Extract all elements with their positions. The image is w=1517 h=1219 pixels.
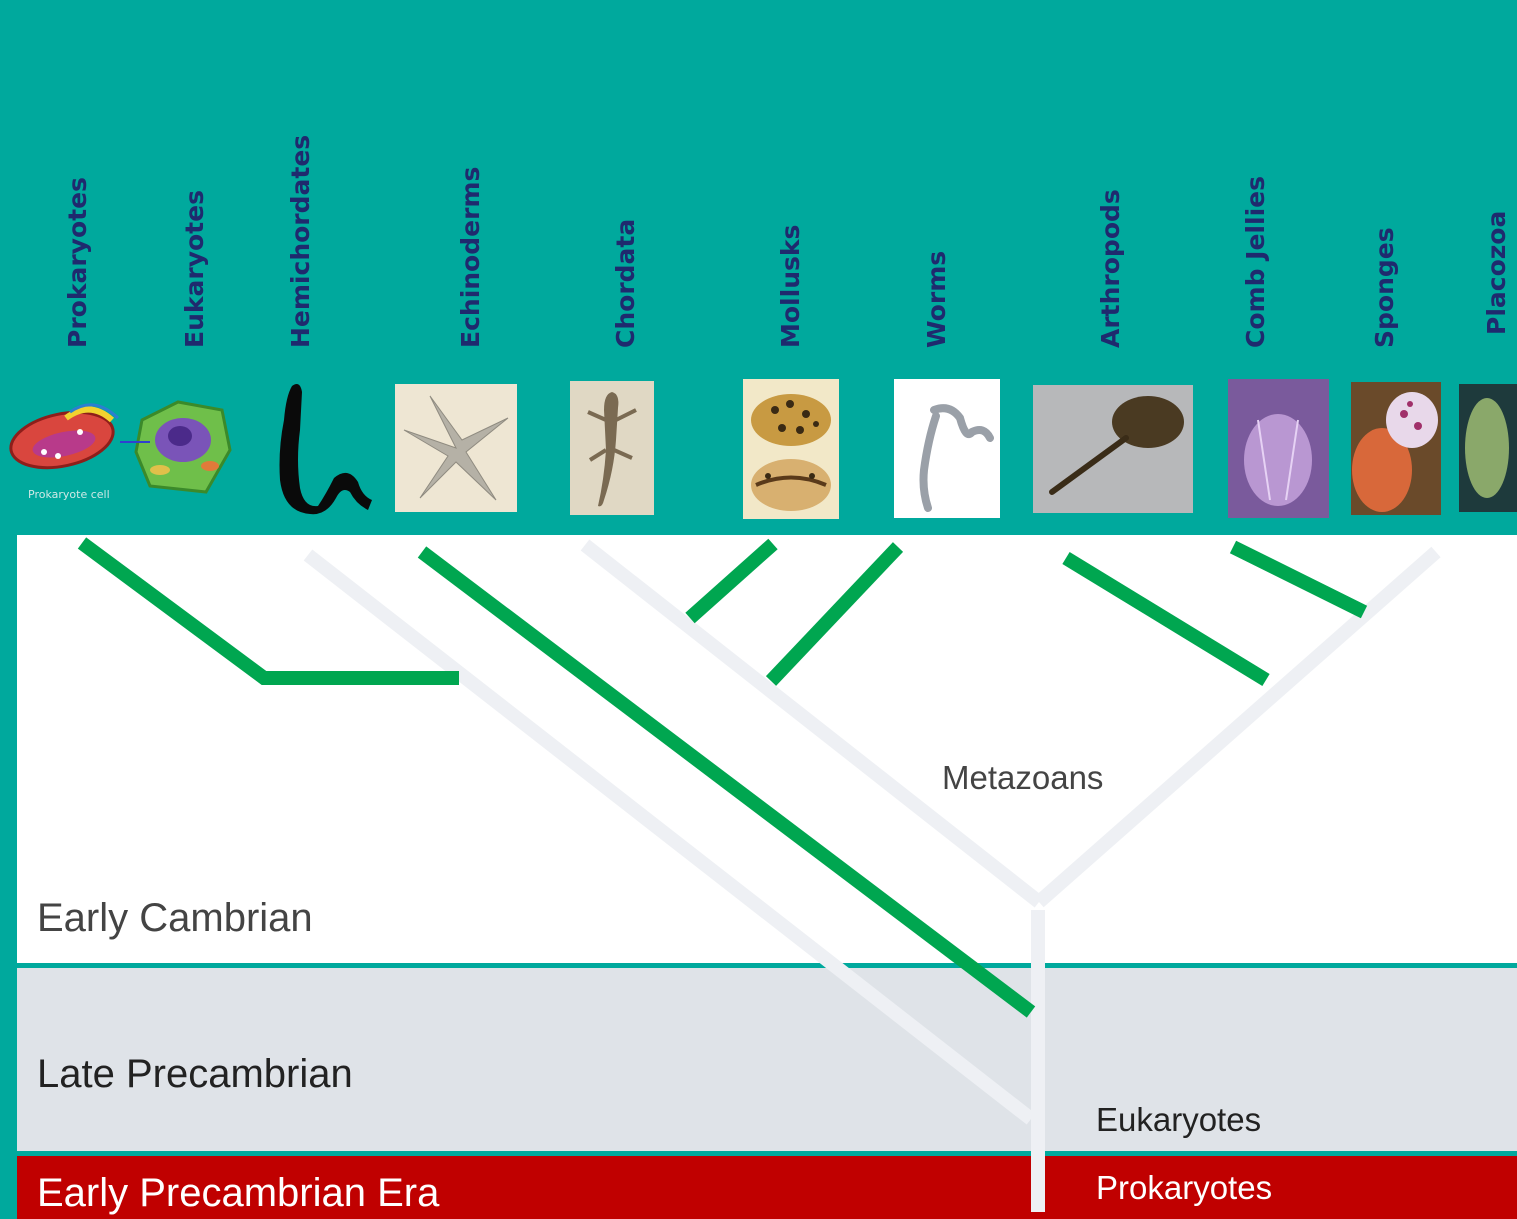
gecko-icon	[570, 381, 654, 515]
worm-icon	[894, 379, 1000, 518]
taxon-label-echinoderms: Echinoderms	[456, 167, 485, 348]
cowrie-shell-icon	[743, 379, 839, 519]
taxon-label-arthropods: Arthropods	[1096, 189, 1125, 348]
comb-jelly-icon	[1228, 379, 1329, 518]
node-label-eukaryotes: Eukaryotes	[1096, 1101, 1261, 1138]
taxon-label-comb-jellies: Comb Jellies	[1241, 176, 1270, 348]
band-divider	[17, 1151, 1517, 1156]
era-label-late-precambrian: Late Precambrian	[37, 1052, 353, 1096]
taxon-label-hemichordates: Hemichordates	[286, 135, 315, 348]
placozoa-icon	[1459, 384, 1517, 512]
sponge-icon	[1351, 382, 1441, 515]
taxon-label-mollusks: Mollusks	[776, 225, 805, 348]
node-label-prokaryotes: Prokaryotes	[1096, 1169, 1272, 1206]
taxon-label-placozoa: Placozoa	[1482, 211, 1511, 335]
horseshoe-crab-icon	[1033, 385, 1193, 513]
era-label-early-cambrian: Early Cambrian	[37, 896, 313, 940]
taxon-label-sponges: Sponges	[1370, 227, 1399, 348]
taxon-label-prokaryotes: Prokaryotes	[63, 177, 92, 348]
taxon-label-worms: Worms	[922, 251, 951, 348]
taxon-label-chordata: Chordata	[611, 219, 640, 348]
taxon-label-eukaryotes: Eukaryotes	[180, 190, 209, 348]
band-divider	[17, 963, 1517, 968]
starfish-icon	[395, 384, 517, 512]
node-label-metazoans: Metazoans	[942, 759, 1103, 796]
prokaryote-caption: Prokaryote cell	[28, 488, 110, 501]
era-label-early-precambrian: Early Precambrian Era	[37, 1171, 440, 1215]
